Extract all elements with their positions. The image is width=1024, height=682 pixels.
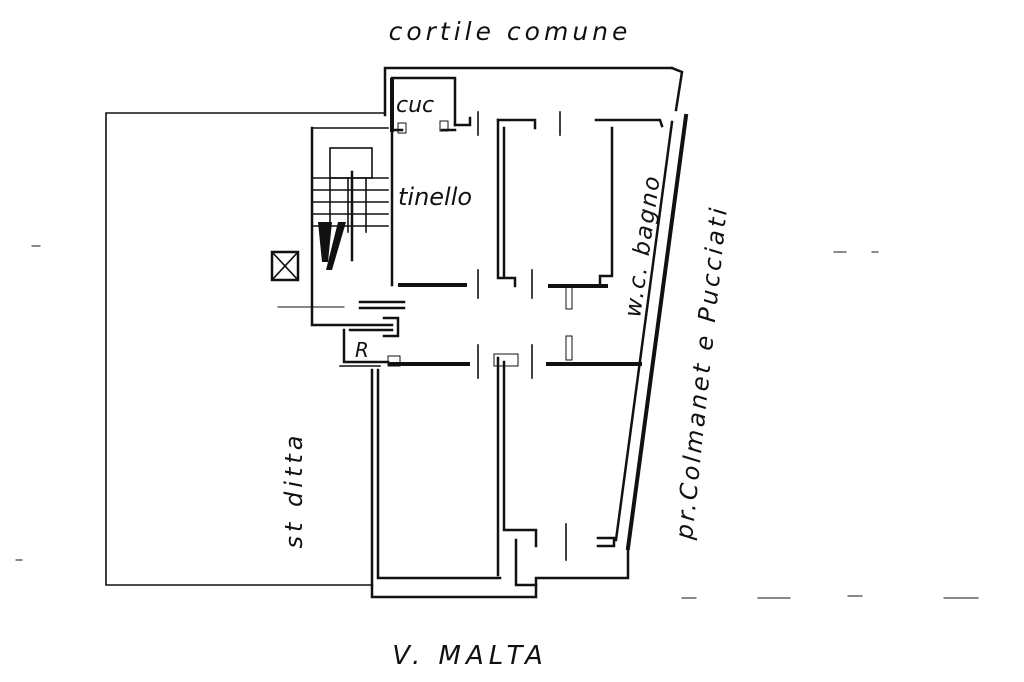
interior-walls-upper xyxy=(390,111,664,310)
label-kitchen: cuc xyxy=(396,93,434,118)
label-street: V. MALTA xyxy=(392,641,548,671)
scan-marks xyxy=(15,245,979,599)
label-neighbour-left: st ditta xyxy=(280,432,308,549)
outer-walls xyxy=(370,66,689,599)
kitchen-walls xyxy=(390,76,472,134)
label-dining: tinello xyxy=(398,183,472,211)
neighbour-outline xyxy=(105,112,386,586)
label-neighbour-right: pr.Colmanet e Pucciati xyxy=(670,204,733,542)
label-courtyard: cortile comune xyxy=(389,17,632,46)
interior-walls-lower xyxy=(388,335,642,577)
label-closet: R xyxy=(355,338,369,362)
staircase xyxy=(310,126,394,327)
entrance xyxy=(277,300,406,367)
label-bathroom: w.c. bagno xyxy=(620,173,666,319)
elevator-icon xyxy=(270,250,300,282)
